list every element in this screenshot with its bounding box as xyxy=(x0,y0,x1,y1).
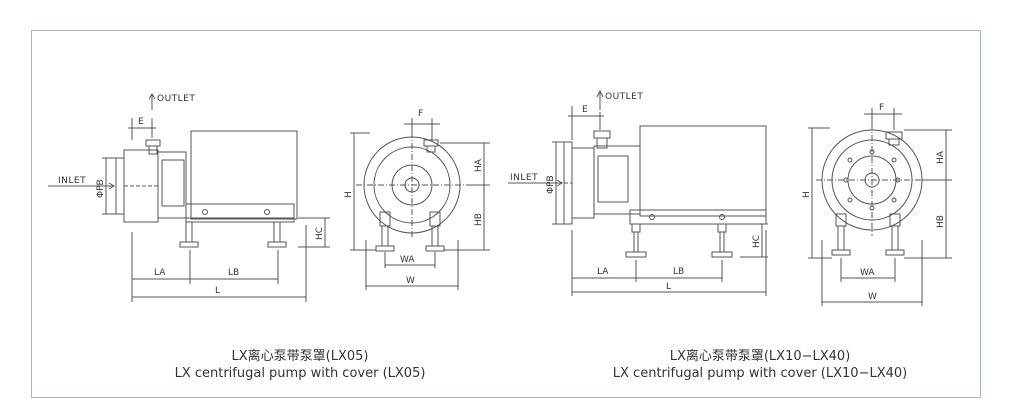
right-caption-cn: LX离心泵带泵罩(LX10−LX40) xyxy=(669,349,851,364)
left-la-label: LA xyxy=(154,268,166,278)
right-wa-label: WA xyxy=(860,268,875,278)
left-pb-label: ΦPB xyxy=(96,179,106,198)
left-hb-label: HB xyxy=(474,213,484,226)
right-w-label: W xyxy=(868,292,877,302)
left-h-label: H xyxy=(344,191,354,198)
left-outlet-label: OUTLET xyxy=(157,94,195,104)
right-hb-label: HB xyxy=(936,215,946,228)
left-caption-cn: LX离心泵带泵罩(LX05) xyxy=(231,349,369,364)
right-l-label: L xyxy=(666,282,671,292)
right-f-label: F xyxy=(879,103,884,113)
right-outlet-label: OUTLET xyxy=(605,92,643,102)
right-e-label: E xyxy=(582,105,588,115)
left-f-label: F xyxy=(418,109,423,119)
right-lb-label: LB xyxy=(673,267,684,277)
right-h-label: H xyxy=(802,191,812,198)
right-front-view xyxy=(808,108,952,306)
outer-frame xyxy=(31,30,981,398)
left-inlet-label: INLET xyxy=(58,176,86,186)
left-w-label: W xyxy=(406,276,415,286)
left-ha-label: HA xyxy=(474,158,484,172)
left-side-view xyxy=(48,93,330,302)
right-la-label: LA xyxy=(597,267,609,277)
left-l-label: L xyxy=(215,286,220,296)
right-caption: LX离心泵带泵罩(LX10−LX40) LX centrifugal pump … xyxy=(580,348,940,382)
left-front-view xyxy=(350,118,490,290)
right-inlet-label: INLET xyxy=(510,173,538,183)
left-e-label: E xyxy=(138,117,144,127)
right-hc-label: HC xyxy=(752,235,762,248)
left-hc-label: HC xyxy=(315,227,325,240)
right-caption-en: LX centrifugal pump with cover (LX10−LX4… xyxy=(612,366,908,381)
left-lb-label: LB xyxy=(228,268,239,278)
left-caption: LX离心泵带泵罩(LX05) LX centrifugal pump with … xyxy=(140,348,460,382)
left-caption-en: LX centrifugal pump with cover (LX05) xyxy=(174,366,426,381)
right-ha-label: HA xyxy=(936,150,946,164)
right-side-view xyxy=(508,89,768,296)
right-pb-label: ΦPB xyxy=(546,175,556,194)
left-wa-label: WA xyxy=(400,255,415,265)
